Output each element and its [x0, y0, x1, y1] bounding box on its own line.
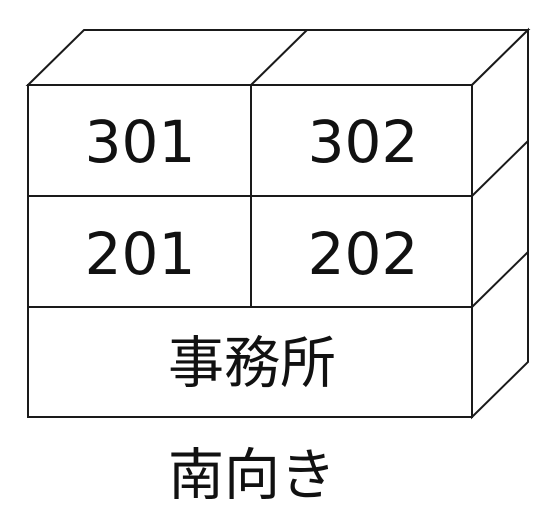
unit-202: 202 — [308, 220, 419, 288]
side-face-floor-line — [471, 251, 529, 308]
orientation-label: 南向き — [168, 444, 336, 509]
unit-302: 302 — [308, 108, 419, 176]
office-label: 事務所 — [168, 332, 336, 397]
unit-201: 201 — [85, 220, 196, 288]
unit-301: 301 — [85, 108, 196, 176]
top-face-divider — [250, 29, 308, 86]
building-side-face — [471, 27, 529, 420]
side-face-floor-line — [471, 140, 529, 197]
